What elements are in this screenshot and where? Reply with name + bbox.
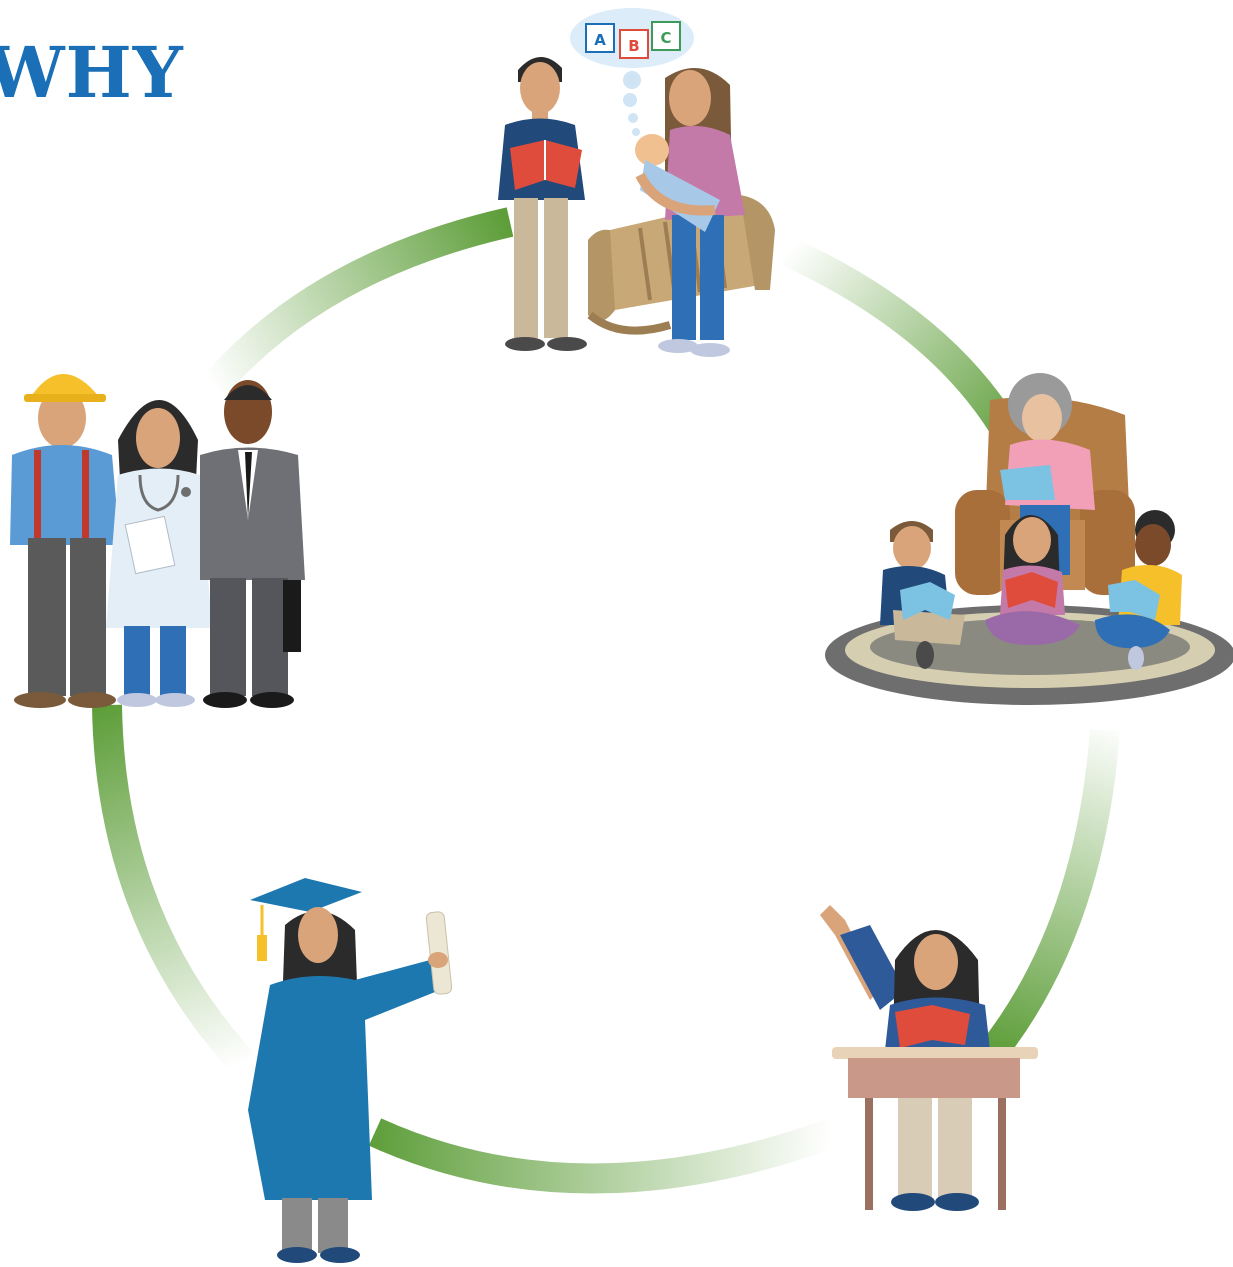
professionals-illustration [10,374,305,708]
grandmother-reading-illustration [825,373,1233,705]
ring-segment-top-right [778,236,1036,467]
hard-hat-icon [30,374,100,398]
child-left-figure [880,521,965,669]
businessman-figure [200,380,305,708]
mother-figure [635,68,745,357]
book-icon [1108,580,1160,620]
desk-icon [832,1047,1038,1059]
ring-segment-left [92,704,256,1076]
page-title: WHY [0,31,184,114]
book-icon [1000,465,1055,500]
ring-segment-bottom [368,1117,841,1194]
briefcase-icon [283,580,301,652]
cycle-ring [92,207,1120,1194]
ring-segment-top-left [203,207,514,395]
abc-blocks-icon: A B C [585,21,681,59]
stethoscope-icon [138,474,180,512]
book-icon [895,1005,970,1048]
construction-worker-figure [10,374,120,708]
parents-with-baby-illustration: A B C [498,8,775,357]
ring-segment-right [978,728,1120,1065]
block-c-label: C [660,29,671,47]
doctor-figure [106,400,212,707]
graduate-illustration [248,878,453,1263]
student-at-desk-illustration [820,905,1038,1211]
block-a-label: A [594,31,606,49]
thought-cloud: A B C [570,8,694,136]
grandmother-figure [1000,373,1095,575]
book-icon [900,582,955,620]
book-icon [1005,572,1058,608]
child-right-figure [1095,510,1182,670]
father-figure [498,56,587,351]
graduation-cap-icon [250,878,362,912]
child-middle-figure [985,515,1080,645]
block-b-label: B [628,37,639,55]
